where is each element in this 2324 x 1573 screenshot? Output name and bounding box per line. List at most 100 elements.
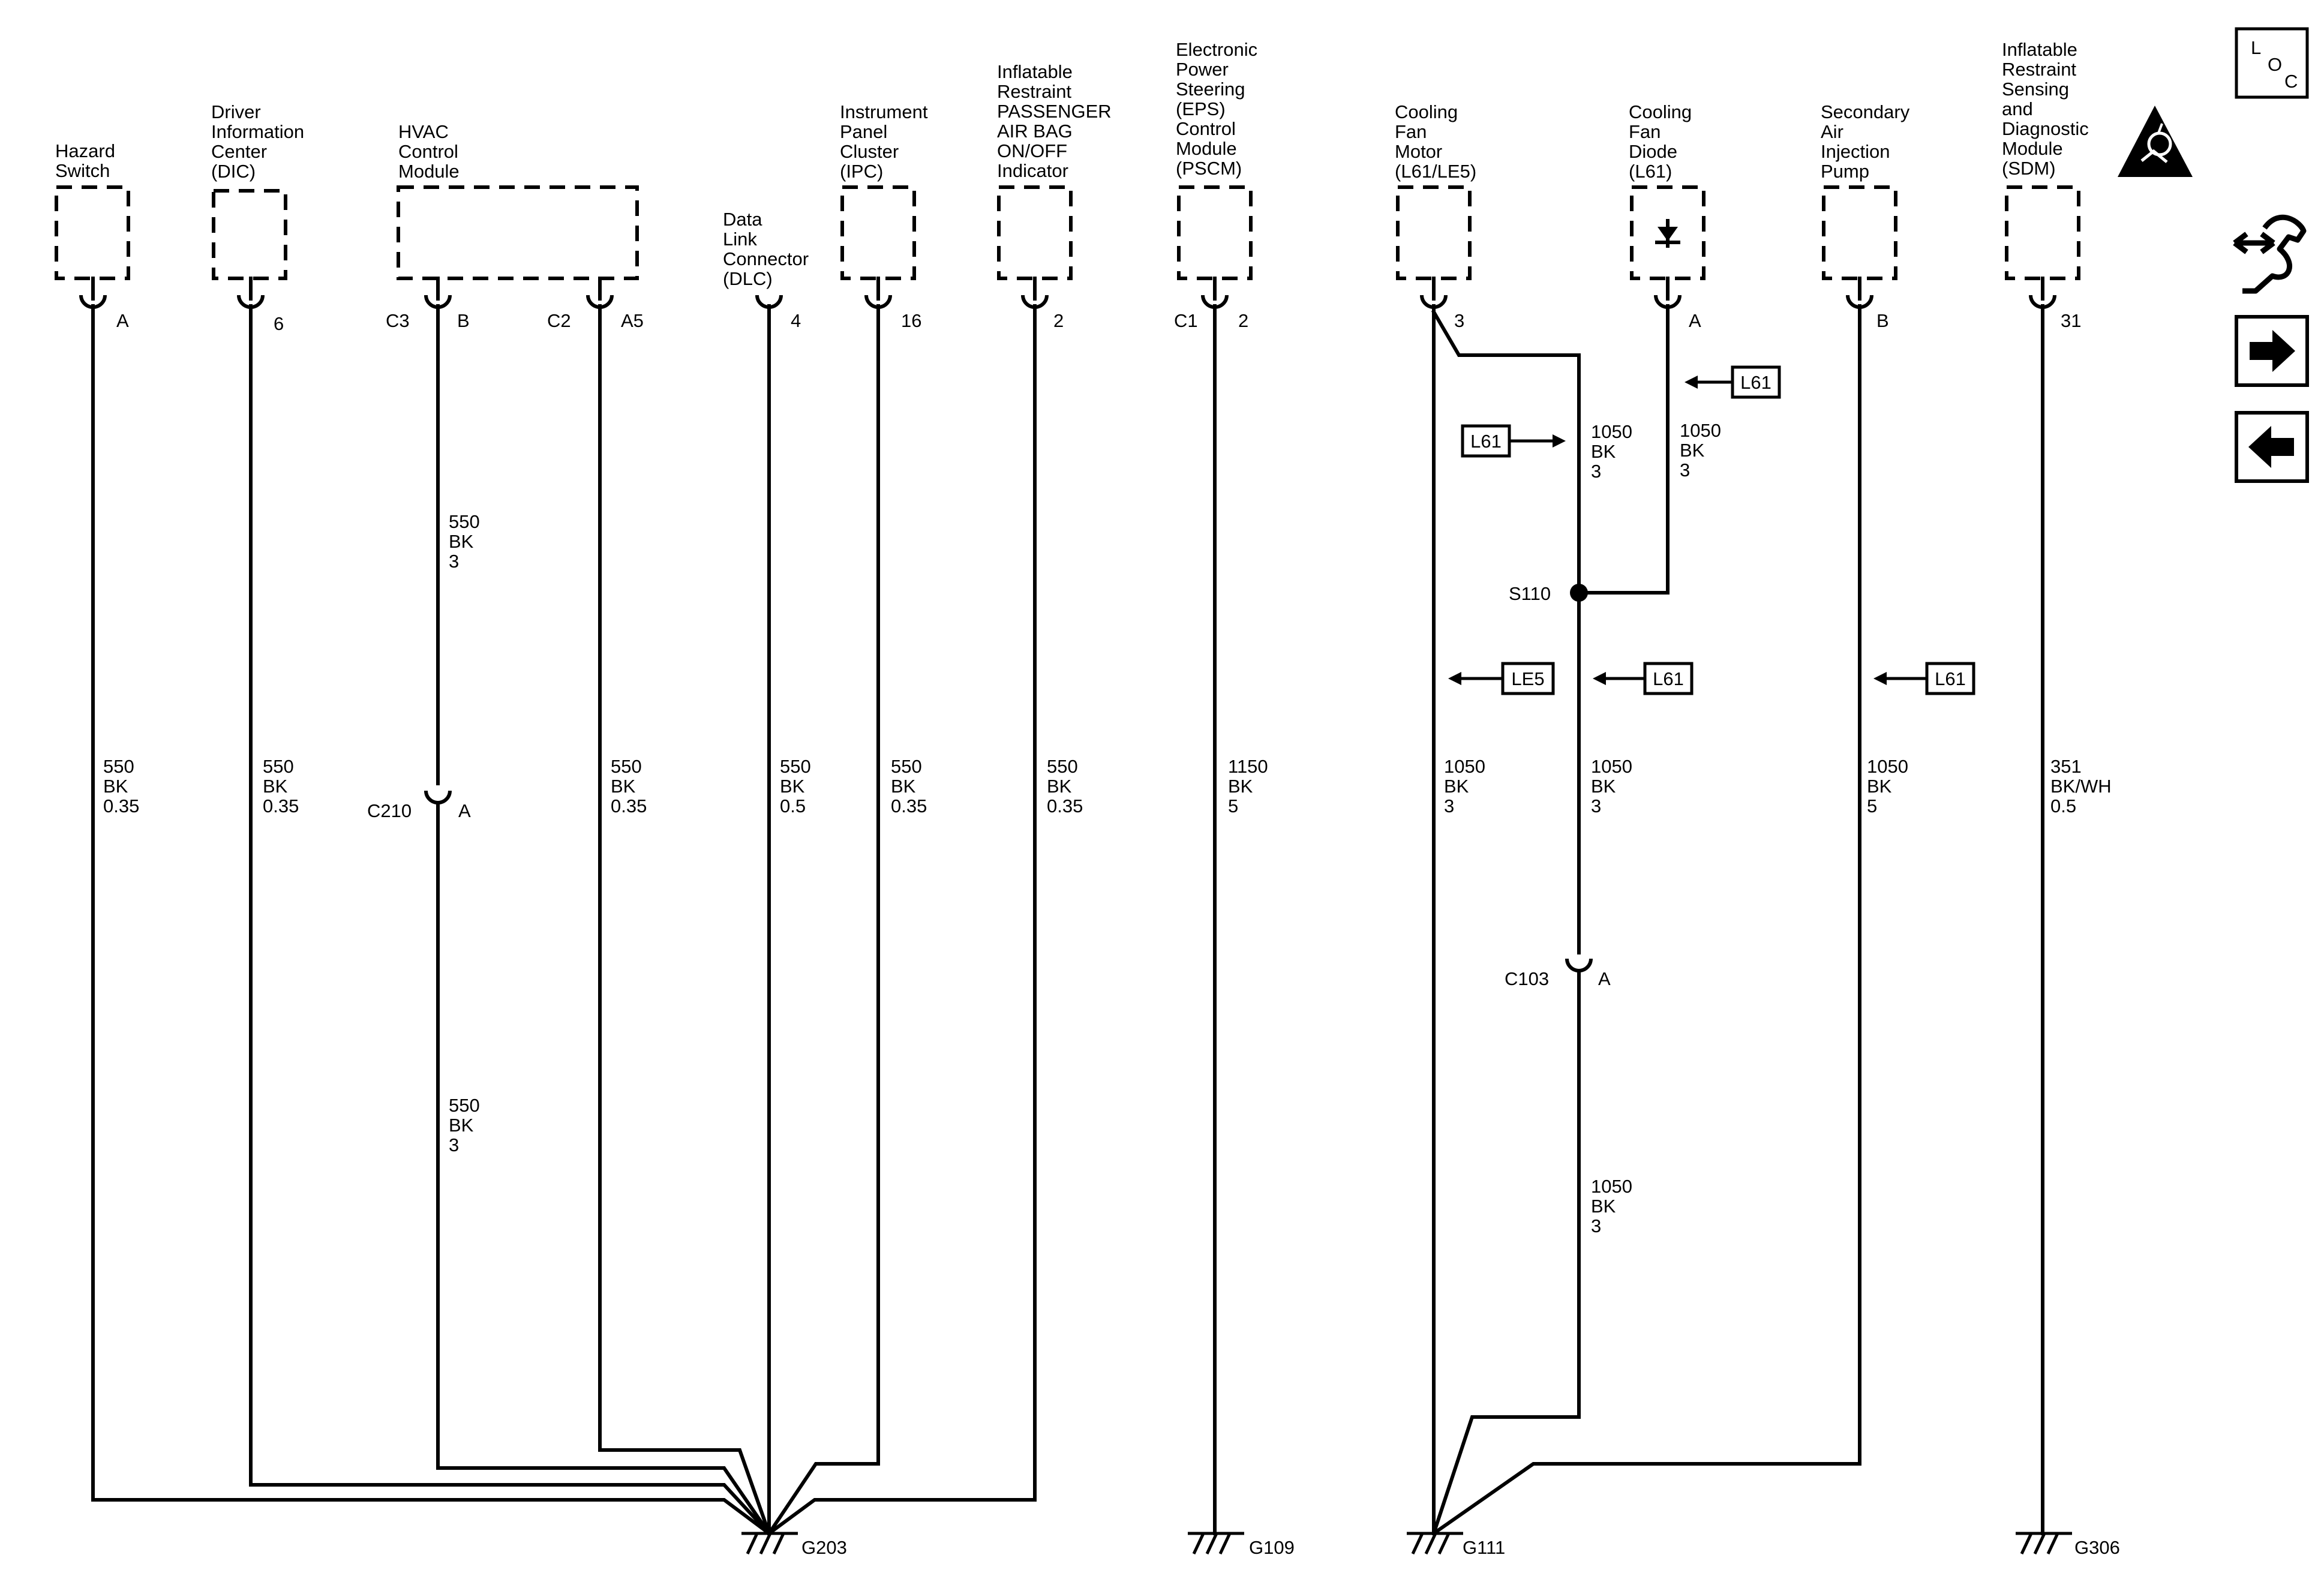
passenger-airbag-indicator-title: Inflatable Restraint PASSENGER AIR BAG O… <box>997 61 1116 181</box>
connector-c103-cup <box>1565 958 1593 972</box>
airbag-warning-icon <box>2118 106 2193 177</box>
wire-hvac-a5 <box>598 304 771 1536</box>
connector-c210-pin: A <box>458 800 471 821</box>
hazard-switch-box <box>55 185 130 280</box>
terminal-diode-a <box>1654 277 1682 309</box>
option-l61-diode: L61 <box>1685 365 1781 399</box>
terminal-hvac-b <box>424 277 452 309</box>
svg-text:LE5: LE5 <box>1511 668 1544 689</box>
ipc-box <box>840 185 916 280</box>
passenger-airbag-indicator-box <box>997 185 1073 280</box>
connector-c210-name: C210 <box>367 800 412 821</box>
wire-dic <box>249 304 772 1536</box>
previous-page-icon[interactable] <box>2235 411 2309 483</box>
wire-c103-to-g111 <box>1431 971 1581 1536</box>
pin-label: 31 <box>2061 310 2081 331</box>
svg-text:C: C <box>2284 71 2298 92</box>
wire-fan-to-s110 <box>1431 309 1581 602</box>
svg-text:O: O <box>2268 54 2282 75</box>
pin-label: 2 <box>1053 310 1064 331</box>
wire-ipc <box>766 304 880 1536</box>
terminal-hazard-a <box>79 277 107 309</box>
cooling-fan-diode-box <box>1630 185 1706 280</box>
pin-label: B <box>457 310 470 331</box>
ground-g306: G306 <box>2016 1532 2120 1558</box>
pin-label: A5 <box>621 310 644 331</box>
hazard-switch-title: Hazard Switch <box>55 140 121 181</box>
secondary-air-pump-title: Secondary Air Injection Pump <box>1821 101 1915 182</box>
component-boxes <box>55 185 2080 280</box>
hvac-module-title: HVAC Control Module <box>398 121 464 182</box>
pin-label: 16 <box>901 310 921 331</box>
svg-text:L61: L61 <box>1653 668 1684 689</box>
svg-text:L61: L61 <box>1740 372 1771 393</box>
pin-label: C3 <box>386 310 410 331</box>
terminal-air-b <box>1846 277 1873 309</box>
dlc-title: Data Link Connector (DLC) <box>723 209 814 289</box>
diode-symbol <box>1655 219 1680 248</box>
nav-column: L O C <box>2233 27 2309 483</box>
pscm-box <box>1177 185 1253 280</box>
sdm-box <box>2005 185 2080 280</box>
pin-label: 4 <box>791 310 801 331</box>
ground-g203: G203 <box>741 1532 847 1558</box>
terminal-fan-3 <box>1420 277 1448 309</box>
pin-label: B <box>1876 310 1889 331</box>
connector-labels: C210 A C103 A S110 <box>367 583 1611 989</box>
pin-label: C1 <box>1174 310 1198 331</box>
ground-g111: G111 <box>1407 1532 1505 1558</box>
pin-label: A <box>1689 310 1701 331</box>
component-info-icon[interactable] <box>2233 214 2307 294</box>
svg-text:G306: G306 <box>2074 1537 2120 1558</box>
connector-c210-cup <box>424 790 452 804</box>
terminal-pscm-2 <box>1201 277 1229 309</box>
hvac-module-box <box>397 185 639 280</box>
wires <box>91 304 2044 1536</box>
terminal-ipc-16 <box>864 277 892 309</box>
cooling-fan-motor-box <box>1396 185 1472 280</box>
terminal-hvac-a5 <box>586 277 614 309</box>
grounds: G203 G109 G111 G306 <box>741 1532 2120 1558</box>
terminal-sdm-31 <box>2029 277 2056 309</box>
component-titles: Hazard Switch Driver Information Center … <box>55 39 2089 289</box>
pscm-title: Electronic Power Steering (EPS) Control … <box>1176 39 1263 179</box>
wire-pab <box>766 304 1037 1536</box>
option-l61-main-upper: L61 <box>1461 424 1566 458</box>
dic-box <box>212 189 287 280</box>
pin-label: 6 <box>274 313 284 334</box>
terminals <box>79 277 2056 309</box>
svg-text:G111: G111 <box>1463 1537 1505 1558</box>
wire-diode-to-s110 <box>1577 304 1670 595</box>
wire-hazard <box>91 304 772 1536</box>
wire-air-pump <box>1431 304 1861 1536</box>
cooling-fan-diode-title: Cooling Fan Diode (L61) <box>1629 101 1697 182</box>
svg-text:L: L <box>2251 37 2261 58</box>
option-l61-main-lower: L61 <box>1593 662 1694 695</box>
pin-label: A <box>116 310 129 331</box>
ipc-title: Instrument Panel Cluster (IPC) <box>840 101 933 182</box>
option-l61-air-pump: L61 <box>1873 662 1975 695</box>
next-page-icon[interactable] <box>2235 315 2309 387</box>
connector-c103-pin: A <box>1598 968 1611 989</box>
wire-hvac-lower <box>436 803 772 1536</box>
ground-g109: G109 <box>1188 1532 1295 1558</box>
pin-labels: A 6 C3 B C2 A5 4 16 2 C1 2 3 A B 31 <box>116 310 2081 334</box>
loc-button[interactable]: L O C <box>2235 27 2309 99</box>
option-le5: LE5 <box>1448 662 1555 695</box>
terminal-pab-2 <box>1021 277 1049 309</box>
